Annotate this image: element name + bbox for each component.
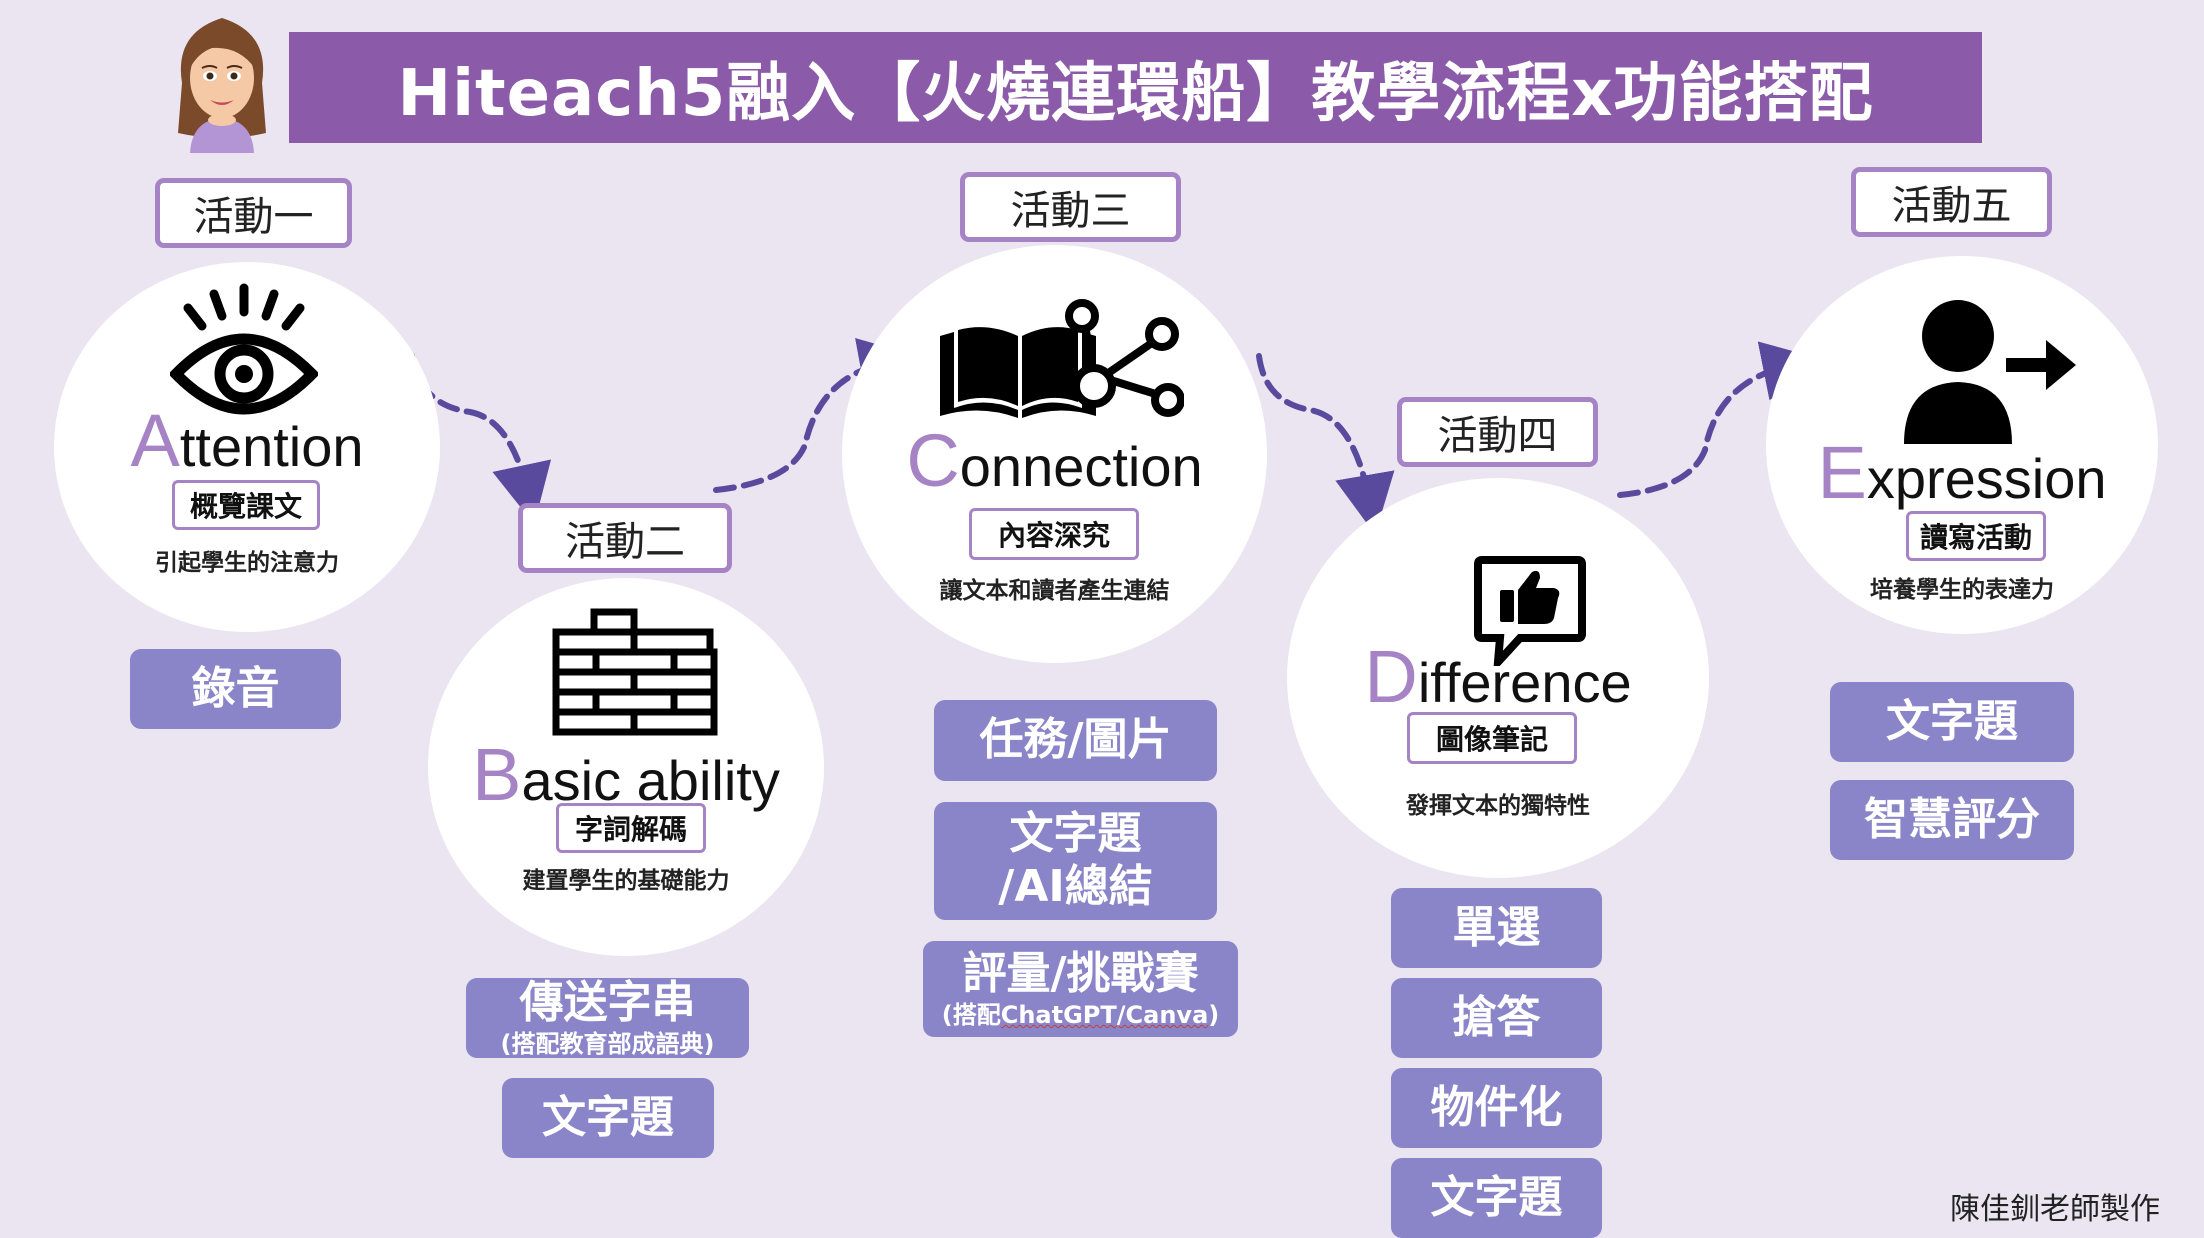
thumbs-up-speech-icon xyxy=(1474,554,1586,666)
activity-2-word: Basic ability xyxy=(472,733,780,816)
activity-1-subtitle: 概覽課文 xyxy=(172,480,320,530)
eye-icon xyxy=(170,282,318,422)
feature-button-send-string[interactable]: 傳送字串 (搭配教育部成語典) xyxy=(466,977,749,1058)
teacher-avatar xyxy=(170,8,274,153)
activity-2-subtitle: 字詞解碼 xyxy=(556,803,706,853)
brick-wall-icon xyxy=(552,608,718,738)
activity-5-desc: 培養學生的表達力 xyxy=(1870,577,2054,603)
activity-2-tag: 活動二 xyxy=(518,503,732,573)
person-share-icon xyxy=(1896,296,2082,448)
arrow-4-to-5 xyxy=(1617,341,1823,498)
feature-button-task-image[interactable]: 任務/圖片 xyxy=(934,700,1217,781)
activity-4-subtitle: 圖像筆記 xyxy=(1407,712,1577,764)
feature-button-text-question[interactable]: 文字題 xyxy=(502,1078,714,1158)
feature-button-buzz-answer[interactable]: 搶答 xyxy=(1391,978,1602,1058)
page-title: Hiteach5融入【火燒連環船】教學流程x功能搭配 xyxy=(397,56,1874,131)
activity-3-desc: 讓文本和讀者產生連結 xyxy=(939,578,1170,604)
activity-3-subtitle: 內容深究 xyxy=(969,508,1139,560)
title-bar: Hiteach5融入【火燒連環船】教學流程x功能搭配 xyxy=(289,32,1982,143)
activity-4-desc: 發揮文本的獨特性 xyxy=(1406,793,1590,819)
activity-5-word: Expression xyxy=(1817,431,2107,514)
feature-button-text-question-5[interactable]: 文字題 xyxy=(1830,682,2074,762)
arrow-2-to-3 xyxy=(713,337,920,493)
feature-button-single-choice[interactable]: 單選 xyxy=(1391,888,1602,968)
feature-button-objectify[interactable]: 物件化 xyxy=(1391,1068,1602,1148)
activity-1-tag: 活動一 xyxy=(155,178,352,248)
book-network-icon xyxy=(934,296,1184,422)
activity-5-tag: 活動五 xyxy=(1851,167,2052,237)
activity-1-circle xyxy=(54,262,440,632)
activity-3-word: Connection xyxy=(906,419,1203,502)
activity-3-circle xyxy=(842,245,1267,663)
activity-1-word: Attention xyxy=(130,399,364,482)
feature-button-recording[interactable]: 錄音 xyxy=(130,649,341,729)
activity-5-subtitle: 讀寫活動 xyxy=(1906,511,2046,561)
activity-4-tag: 活動四 xyxy=(1397,397,1598,467)
feature-button-text-question-4[interactable]: 文字題 xyxy=(1391,1158,1602,1238)
activity-2-desc: 建置學生的基礎能力 xyxy=(522,868,730,894)
feature-note: (搭配ChatGPT/Canva) xyxy=(941,1001,1220,1029)
activity-4-word: Difference xyxy=(1364,635,1632,718)
arrow-3-to-4 xyxy=(1256,353,1395,535)
feature-button-smart-scoring[interactable]: 智慧評分 xyxy=(1830,780,2074,860)
activity-3-tag: 活動三 xyxy=(960,172,1181,242)
activity-1-desc: 引起學生的注意力 xyxy=(155,550,339,576)
author-credit: 陳佳釧老師製作 xyxy=(1950,1192,2160,1227)
feature-button-assessment-challenge[interactable]: 評量/挑戰賽 (搭配ChatGPT/Canva) xyxy=(923,941,1238,1037)
feature-button-text-ai-summary[interactable]: 文字題 /AI總結 xyxy=(934,802,1217,920)
activity-4-circle xyxy=(1287,478,1709,878)
